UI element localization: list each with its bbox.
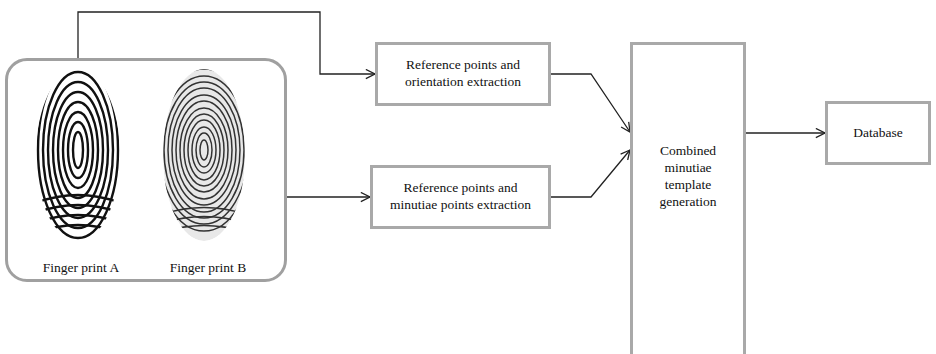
box-label: Reference points and minutiae points ext…: [373, 180, 548, 214]
fingerprint-b: [156, 69, 252, 241]
box-label: Reference points and orientation extract…: [378, 57, 548, 91]
process-box: Database: [825, 101, 931, 165]
fingerprint-a: [28, 42, 128, 258]
flow-arrow: [551, 150, 630, 197]
caption-row: Finger print AFinger print B: [8, 260, 262, 277]
image-panel: Finger print AFinger print B: [5, 58, 287, 282]
process-box: Reference points and minutiae points ext…: [370, 165, 551, 229]
flow-arrow: [551, 74, 630, 132]
box-label: Database: [845, 125, 910, 142]
process-box: Reference points and orientation extract…: [375, 42, 551, 106]
image-caption: Finger print B: [154, 260, 262, 277]
process-box: Combined minutiae template generation: [630, 42, 746, 354]
image-caption: Finger print A: [8, 260, 154, 277]
flow-arrow: [78, 12, 375, 74]
box-label: Combined minutiae template generation: [633, 143, 743, 211]
flow-arrow: [287, 196, 370, 197]
flow-arrow: [746, 132, 825, 133]
